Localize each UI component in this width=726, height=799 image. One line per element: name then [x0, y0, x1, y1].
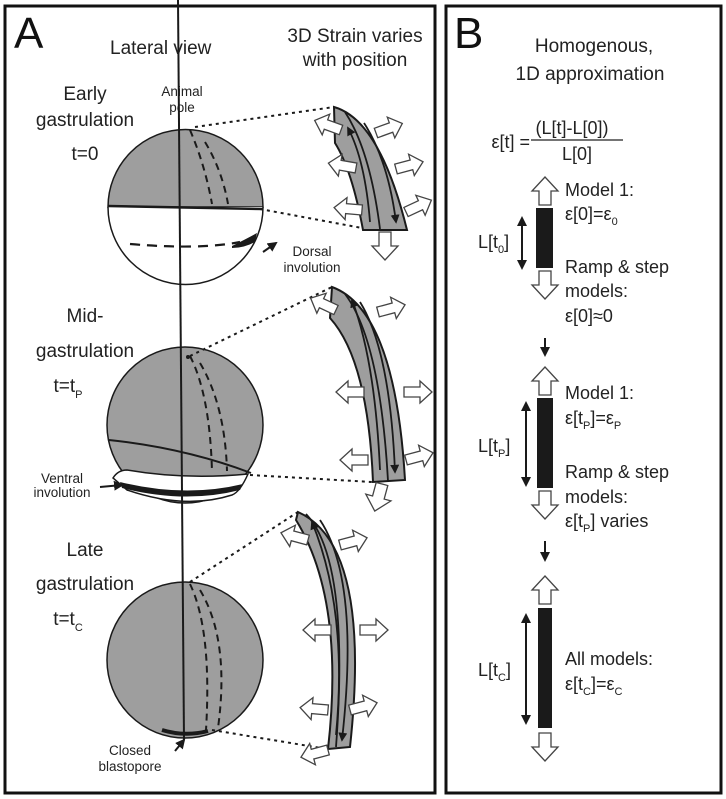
- strain-title-line2: with position: [302, 50, 408, 71]
- ramp-line1-tp: Ramp & step: [565, 462, 669, 482]
- ramp-line2-tp: models:: [565, 487, 628, 507]
- ramp-line3-tp: ε[tP] varies: [565, 511, 648, 535]
- stage1-label-line2: gastrulation: [36, 110, 134, 131]
- lateral-view-title: Lateral view: [110, 38, 212, 59]
- model1-title-t0: Model 1:: [565, 180, 634, 200]
- projection-line: [211, 729, 328, 750]
- projection-line: [189, 511, 299, 583]
- tissue-bar-tc: [538, 608, 552, 728]
- formula-denominator: L[0]: [562, 144, 592, 164]
- extension-arrow-down: [531, 732, 559, 762]
- all-models-eq: ε[tC]=εC: [565, 674, 623, 698]
- stage1-time: t=0: [72, 144, 99, 165]
- stage2-time: t=tP: [54, 376, 83, 401]
- closed-blastopore-arrow: [177, 0, 185, 741]
- tissue-bar-tp: [537, 398, 553, 488]
- strain-title-line1: 3D Strain varies: [287, 26, 422, 47]
- ramp-line3-t0: ε[0]≈0: [565, 306, 613, 326]
- model1-eq-t0: ε[0]=ε0: [565, 204, 618, 228]
- stage3-label-line2: gastrulation: [36, 574, 134, 595]
- ramp-line1-t0: Ramp & step: [565, 257, 669, 277]
- panel-b-frame: [444, 4, 723, 795]
- formula-numerator: (L[t]-L[0]): [535, 118, 608, 138]
- ventral-involution-label-line1: Ventral: [41, 471, 83, 486]
- model1-eq-tp: ε[tP]=εP: [565, 408, 621, 432]
- animal-pole-label-line2: pole: [169, 100, 195, 115]
- extension-arrow-up: [531, 575, 559, 605]
- dorsal-involution-label-line2: involution: [283, 260, 340, 275]
- tissue-strip-late: [277, 510, 389, 769]
- panel-b-letter: B: [454, 9, 483, 58]
- strain-formula: ε[t] = (L[t]-L[0]) L[0]: [491, 118, 623, 164]
- tissue-strip-mid: [305, 285, 437, 516]
- closed-blastopore-label-line2: blastopore: [98, 759, 161, 774]
- all-models-title: All models:: [565, 649, 653, 669]
- closed-blastopore-arrow: [174, 738, 186, 752]
- extension-arrow-down: [531, 490, 559, 520]
- panel-a-frame: [3, 4, 437, 795]
- stage2-label-line1: Mid-: [67, 306, 104, 327]
- stage1-label-line1: Early: [63, 84, 107, 105]
- panel-b-title-line2: 1D approximation: [516, 64, 665, 85]
- embryo-mid-sphere: [106, 346, 264, 504]
- length-label-tc: L[tC]: [478, 660, 511, 684]
- projection-line: [189, 286, 333, 357]
- panel-a-letter: A: [14, 9, 44, 58]
- projection-line: [249, 474, 373, 483]
- model1-title-tp: Model 1:: [565, 383, 634, 403]
- ventral-involution-label-line2: involution: [33, 485, 90, 500]
- ventral-involution-arrow: [99, 480, 124, 491]
- stage3-label-line1: Late: [67, 540, 104, 561]
- extension-arrow-down: [531, 270, 559, 300]
- length-label-t0: L[t0]: [478, 232, 509, 256]
- embryo-late-sphere: [106, 581, 264, 739]
- stage2-label-line2: gastrulation: [36, 341, 134, 362]
- ramp-line2-t0: models:: [565, 281, 628, 301]
- dorsal-involution-arrow: [262, 241, 278, 253]
- closed-blastopore-label-line1: Closed: [109, 743, 151, 758]
- extension-arrow-up: [531, 366, 559, 396]
- projection-line: [194, 106, 335, 128]
- panel-b-title-line1: Homogenous,: [535, 36, 653, 57]
- formula-lhs: ε[t] =: [491, 132, 530, 152]
- projection-line: [259, 208, 363, 229]
- tissue-strip-early: [310, 105, 437, 261]
- extension-arrow-up: [531, 176, 559, 206]
- tissue-bar-t0: [536, 208, 553, 268]
- dorsal-involution-label-line1: Dorsal: [292, 244, 331, 259]
- animal-pole-label-line1: Animal: [161, 84, 202, 99]
- embryo-early-sphere: [107, 128, 264, 286]
- stage3-time: t=tC: [53, 609, 83, 634]
- length-label-tp: L[tP]: [478, 436, 510, 460]
